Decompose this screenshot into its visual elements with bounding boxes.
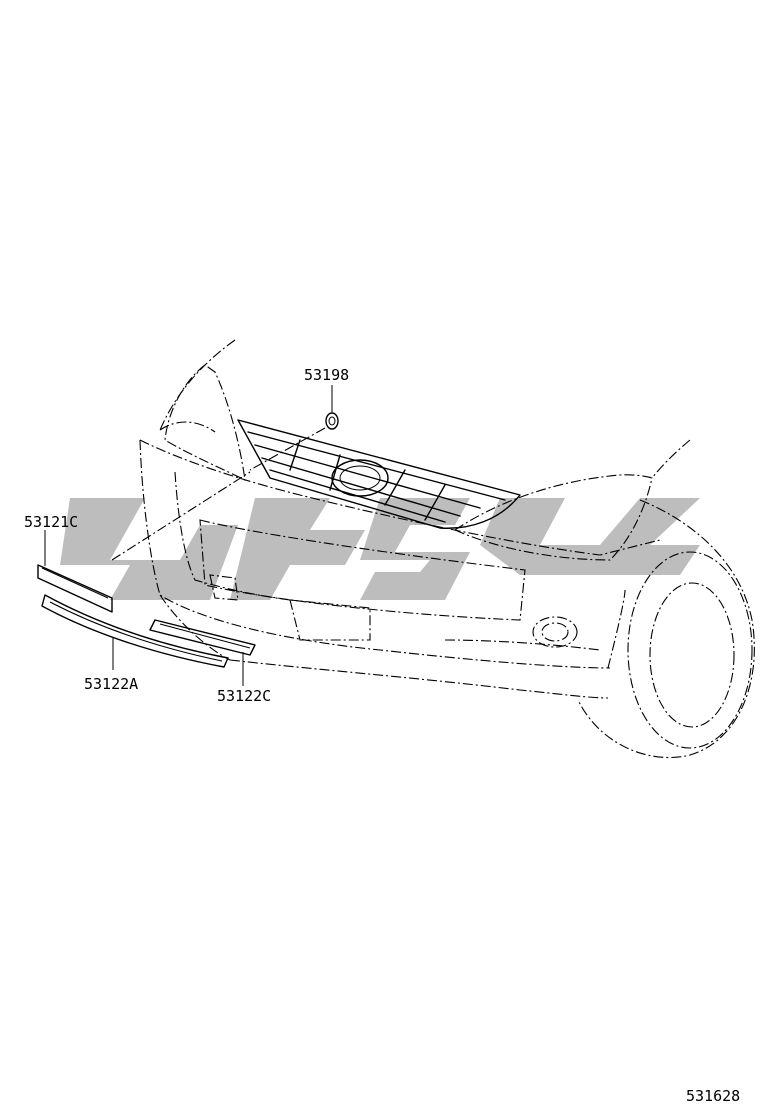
label-53198: 53198 bbox=[304, 366, 349, 384]
upper-molding-part bbox=[37, 471, 251, 613]
radiator-grille bbox=[237, 419, 521, 529]
watermark-logo bbox=[60, 498, 700, 600]
right-headlamp bbox=[453, 474, 653, 561]
center-molding-part bbox=[41, 594, 229, 670]
left-headlamp bbox=[164, 364, 246, 481]
side-molding-part bbox=[149, 619, 256, 686]
front-wheel bbox=[577, 499, 755, 759]
label-53122a: 53122A bbox=[84, 675, 138, 693]
hood-outline bbox=[159, 339, 691, 479]
label-53122c: 53122C bbox=[217, 687, 271, 705]
label-53121c: 53121C bbox=[24, 513, 78, 531]
diagram-number: 531628 bbox=[686, 1087, 740, 1105]
grille-clip bbox=[249, 385, 339, 471]
front-bumper bbox=[139, 439, 661, 699]
